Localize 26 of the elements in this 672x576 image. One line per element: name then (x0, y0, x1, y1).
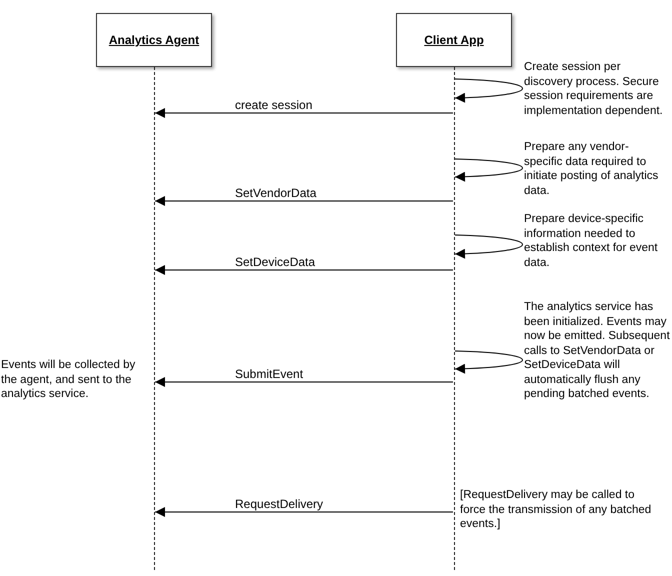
self-message-arrow (454, 234, 523, 259)
lifeline (453, 67, 455, 570)
lifeline (153, 67, 155, 570)
self-message-arrow (454, 78, 523, 103)
note-text: [RequestDelivery may be called to force the transmission of any batched events.] (460, 488, 652, 532)
self-message-arrow (454, 158, 523, 182)
participant-box (396, 13, 512, 67)
participant-name: Analytics Agent (108, 32, 200, 49)
self-message-arrow (454, 350, 523, 374)
participant-box (96, 13, 212, 67)
participant-name: Client App (424, 32, 484, 49)
edge-label: SubmitEvent (234, 367, 304, 381)
edge-label: RequestDelivery (234, 497, 324, 511)
message-arrow (154, 377, 454, 387)
edge-label: create session (234, 98, 314, 112)
edge-label: SetVendorData (234, 186, 318, 200)
note-text: Create session per discovery process. Secure session requirements are implementation dependent. (524, 60, 664, 118)
note-text: Prepare any vendor-specific data required to initiate posting of analytics data. (524, 140, 660, 198)
edge-label: SetDeviceData (234, 255, 316, 269)
message-arrow (154, 265, 454, 275)
message-arrow (154, 507, 454, 517)
note-text: The analytics service has been initialized. Events may now be emitted. Subsequent calls to SetVendorData or SetDeviceData will automatically flush any pending batched events. (524, 300, 671, 402)
message-arrow (154, 196, 454, 206)
note-text: Prepare device-specific information needed to establish context for event data. (524, 212, 659, 270)
note-text: Events will be collected by the agent, and sent to the analytics service. (1, 358, 136, 402)
message-arrow (154, 108, 454, 118)
